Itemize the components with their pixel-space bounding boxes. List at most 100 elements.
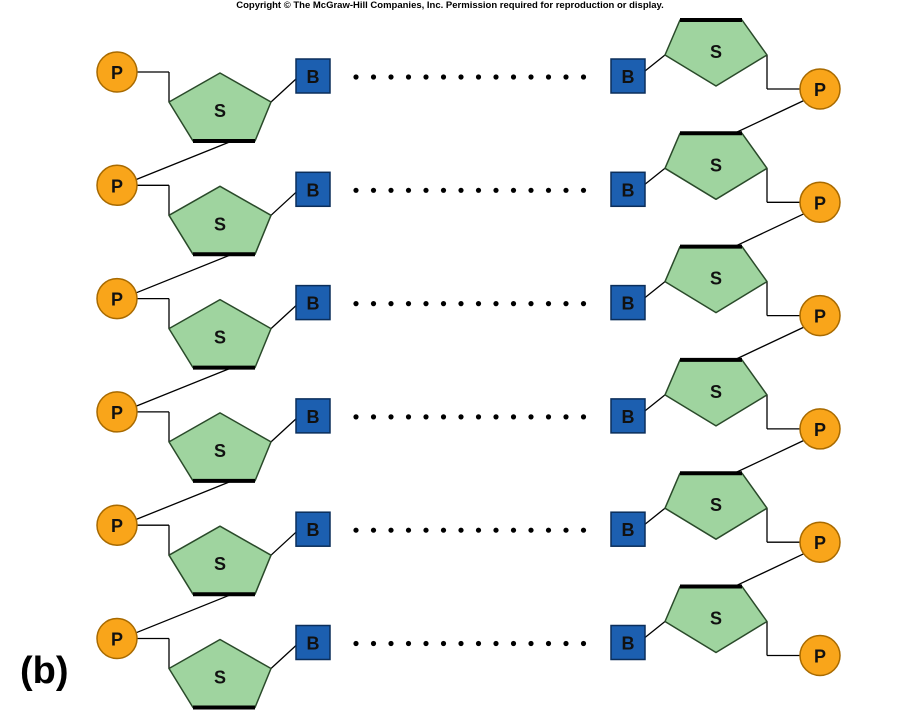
pair-4-hbond-dot: [493, 414, 499, 420]
pair-3-hbond-dot: [353, 301, 359, 307]
pair-3-right-base-square: [610, 284, 646, 321]
pair-6-left-s-b-connector: [270, 645, 297, 669]
pair-1-left-base-square: [295, 58, 331, 94]
pair-1-hbond-dot: [423, 74, 429, 80]
pair-6-left-sugar-pentagon: [168, 638, 272, 709]
pair-1-left-s-b-connector: [270, 78, 297, 103]
pair-6-right-b-s-connector: [644, 620, 666, 639]
pair-2-hbond-dot: [580, 187, 587, 193]
pair-5-hbond-dot: [545, 527, 552, 533]
pair-1-hbond-dot: [440, 74, 447, 80]
pair-1-right-phosphate-circle: [799, 68, 841, 110]
pair-4-hbond-dot: [423, 414, 429, 420]
pair-6-hbond-dot: [458, 640, 464, 647]
pair-5-hbond-dot: [423, 527, 429, 533]
pair-3-right-base-label: B: [622, 294, 635, 314]
pair-5-right-base-square: [610, 511, 646, 547]
pair-2-right-base-square: [610, 171, 646, 208]
pair-5-left-s-p-link: [134, 593, 233, 634]
pair-2-hbond-dot: [423, 187, 429, 193]
pair-5-left-phosphate-circle: [96, 504, 138, 546]
pair-3-hbond-dot: [580, 301, 587, 307]
pair-6-right-base-label: B: [622, 634, 635, 654]
pair-5-hbond-dot: [580, 527, 587, 533]
pair-2-hbond-dot: [405, 187, 412, 193]
pair-6-right-base-square: [610, 624, 646, 661]
pair-4-right-base-square: [610, 398, 646, 434]
pair-3-left-s-p-link: [134, 366, 233, 408]
pair-4-left-s-b-connector: [270, 418, 297, 443]
pair-3-right-phosphate-circle: [799, 294, 841, 337]
pair-1-left-phosphate-circle: [96, 51, 138, 93]
pair-2-hbond-dot: [510, 187, 517, 193]
pair-2-hbond-dot: [388, 187, 394, 193]
pair-2-hbond-dot: [475, 187, 482, 193]
pair-4-hbond-dot: [580, 414, 587, 420]
pair-5-right-p-s-link: [734, 552, 806, 587]
pair-1-left-sugar-pentagon: [168, 72, 272, 142]
pair-1-hbond-dot: [545, 74, 552, 80]
pair-4-hbond-dot: [475, 414, 482, 420]
pair-4-hbond-dot: [370, 414, 377, 420]
panel-label: (b): [20, 650, 69, 692]
pair-6-hbond-dot: [493, 640, 499, 647]
pair-3-right-phosphate-label: P: [814, 307, 826, 327]
pair-1-right-base-label: B: [622, 67, 635, 87]
pair-5-right-base-label: B: [622, 520, 635, 540]
pair-1-hbond-dot: [388, 74, 394, 80]
pair-4-left-base-label: B: [307, 407, 320, 427]
pair-2-hbond-dot: [440, 187, 447, 193]
pair-1-hbond-dot: [563, 74, 569, 80]
pair-4-hbond-dot: [545, 414, 552, 420]
copyright-notice: Copyright © The McGraw-Hill Companies, I…: [236, 0, 664, 11]
pair-6-right-sugar-label: S: [710, 609, 722, 629]
pair-5-right-sugar-label: S: [710, 495, 722, 515]
pair-4-hbond-dot: [528, 414, 534, 420]
pair-6-hbond-dot: [353, 640, 359, 647]
pair-6-left-phosphate-circle: [96, 617, 138, 660]
pair-3-hbond-dot: [405, 301, 412, 307]
pair-2-hbond-dot: [545, 187, 552, 193]
pair-5-hbond-dot: [475, 527, 482, 533]
pair-3-right-b-s-connector: [644, 281, 666, 299]
pair-2-hbond-dot: [370, 187, 377, 193]
pair-6-left-sugar-label: S: [214, 668, 226, 688]
pair-3-right-p-s-link: [734, 326, 806, 361]
pair-1-left-phosphate-label: P: [111, 63, 123, 83]
pair-1-hbond-dot: [580, 74, 587, 80]
pair-3-hbond-dot: [458, 301, 464, 307]
pair-6-hbond-dot: [388, 640, 394, 647]
pair-2-left-sugar-label: S: [214, 214, 226, 234]
pair-1-right-sugar-label: S: [710, 42, 722, 62]
pair-4-left-s-p-link: [134, 480, 233, 521]
pair-4-hbond-dot: [563, 414, 569, 420]
pair-4-right-b-s-connector: [644, 394, 666, 412]
pair-2-right-p-s-link: [734, 212, 806, 247]
pair-4-right-p-s-link: [734, 439, 806, 474]
pair-4-hbond-dot: [405, 414, 412, 420]
pair-6-hbond-dot: [440, 640, 447, 647]
pair-3-left-sugar-pentagon: [168, 298, 272, 369]
pair-5-hbond-dot: [458, 527, 464, 533]
pair-5-hbond-dot: [388, 527, 394, 533]
pair-5-left-base-square: [295, 511, 331, 547]
pair-4-right-phosphate-circle: [799, 408, 841, 450]
pair-5-hbond-dot: [528, 527, 534, 533]
pair-6-hbond-dot: [370, 640, 377, 647]
pair-3-hbond-dot: [423, 301, 429, 307]
pair-3-hbond-dot: [545, 301, 552, 307]
pair-1-left-s-p-link: [134, 140, 233, 181]
pair-6-left-base-square: [295, 624, 331, 661]
pair-4-right-base-label: B: [622, 407, 635, 427]
pair-1-hbond-dot: [370, 74, 377, 80]
pair-2-hbond-dot: [493, 187, 499, 193]
pair-5-hbond-dot: [510, 527, 517, 533]
pair-2-left-phosphate-label: P: [111, 176, 123, 196]
pair-4-hbond-dot: [458, 414, 464, 420]
pair-1-hbond-dot: [458, 74, 464, 80]
pair-3-hbond-dot: [563, 301, 569, 307]
pair-1-right-b-s-connector: [644, 54, 666, 72]
pair-5-right-phosphate-circle: [799, 521, 841, 563]
pair-3-hbond-dot: [440, 301, 447, 307]
